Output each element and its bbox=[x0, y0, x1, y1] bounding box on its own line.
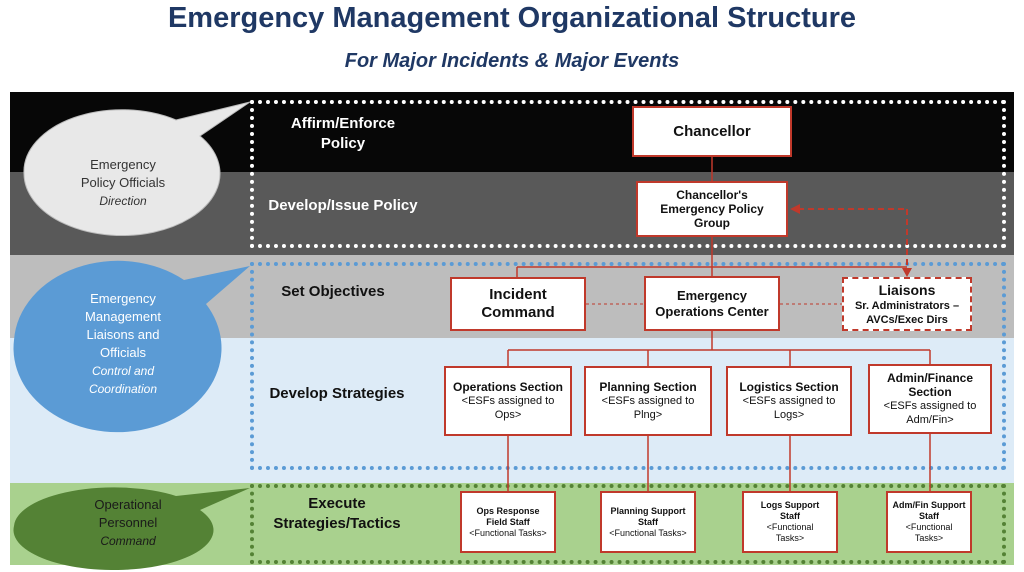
liaison-bubble-shape bbox=[13, 260, 250, 433]
row-label-execute: Execute Strategies/Tactics bbox=[273, 495, 401, 532]
node-chancellor-label: Chancellor bbox=[673, 123, 751, 140]
node-incident-command-line2: Command bbox=[481, 304, 555, 321]
node-planning-section: Planning Section <ESFs assigned to Plng> bbox=[584, 366, 712, 436]
row-label-set-objectives: Set Objectives bbox=[281, 283, 385, 300]
operational-bubble-shape bbox=[13, 487, 251, 571]
diagram-title: Emergency Management Organizational Stru… bbox=[167, 2, 857, 34]
node-admin-staff: Adm/Fin Support Staff <Functional Tasks> bbox=[886, 491, 972, 553]
policy-bubble-role: Direction bbox=[99, 194, 147, 208]
policy-bubble-line2: Policy Officials bbox=[80, 175, 166, 190]
node-eoc-line2: Operations Center bbox=[655, 303, 769, 319]
node-admin-finance-section-line2: Adm/Fin> bbox=[906, 414, 954, 426]
node-logistics-section: Logistics Section <ESFs assigned to Logs… bbox=[726, 366, 852, 436]
arrowhead-left bbox=[790, 204, 800, 214]
liaison-bubble-line2: Management bbox=[85, 309, 161, 324]
row-label-develop-policy: Develop/Issue Policy bbox=[268, 197, 418, 214]
operational-bubble-line2: Personnel bbox=[98, 515, 158, 530]
operational-bubble-line1: Operational bbox=[94, 497, 162, 512]
node-operations-section: Operations Section <ESFs assigned to Ops… bbox=[444, 366, 572, 436]
policy-bubble-text: Emergency Policy Officials Direction bbox=[58, 156, 188, 210]
node-ops-staff-title: Ops Response Field Staff bbox=[476, 505, 540, 527]
node-liaisons-title: Liaisons bbox=[878, 282, 936, 298]
node-admin-finance-section-line1: <ESFs assigned to bbox=[883, 400, 977, 412]
node-policy-group-line3: Group bbox=[693, 216, 730, 230]
node-ops-staff-sub: <Functional Tasks> bbox=[469, 527, 547, 538]
node-planning-staff-sub: <Functional Tasks> bbox=[609, 527, 687, 538]
node-operations-section-line2: Ops> bbox=[494, 409, 522, 421]
liaison-bubble-role2: Coordination bbox=[88, 382, 158, 396]
node-liaisons-line2: AVCs/Exec Dirs bbox=[866, 314, 948, 326]
node-logistics-section-line2: Logs> bbox=[773, 409, 805, 421]
node-incident-command-line1: Incident bbox=[489, 286, 547, 303]
liaison-bubble-role1: Control and bbox=[91, 364, 155, 378]
operational-bubble-role: Command bbox=[100, 534, 156, 548]
row-label-develop-strategies: Develop Strategies bbox=[269, 385, 405, 402]
node-liaisons: Liaisons Sr. Administrators – AVCs/Exec … bbox=[842, 277, 972, 331]
node-liaisons-line1: Sr. Administrators – bbox=[854, 300, 960, 312]
node-admin-staff-title: Adm/Fin Support Staff bbox=[892, 500, 966, 521]
node-planning-staff: Planning Support Staff <Functional Tasks… bbox=[600, 491, 696, 553]
node-policy-group: Chancellor's Emergency Policy Group bbox=[636, 181, 788, 237]
node-chancellor: Chancellor bbox=[632, 106, 792, 157]
node-planning-staff-title: Planning Support Staff bbox=[610, 505, 686, 527]
row-label-affirm: Affirm/Enforce Policy bbox=[290, 115, 396, 152]
node-planning-section-line1: <ESFs assigned to bbox=[601, 395, 695, 407]
policy-group-outline bbox=[250, 100, 1006, 248]
node-logistics-section-title: Logistics Section bbox=[739, 380, 839, 394]
node-logs-staff-sub: <Functional Tasks> bbox=[766, 522, 814, 543]
liaison-bubble-text: Emergency Management Liaisons and Offici… bbox=[48, 290, 198, 398]
node-admin-finance-section: Admin/Finance Section <ESFs assigned to … bbox=[868, 364, 992, 434]
node-admin-staff-sub: <Functional Tasks> bbox=[905, 522, 953, 543]
node-operations-section-line1: <ESFs assigned to bbox=[461, 395, 555, 407]
liaison-bubble-line3: Liaisons and bbox=[86, 327, 160, 342]
node-planning-section-title: Planning Section bbox=[599, 380, 697, 394]
node-eoc-line1: Emergency bbox=[676, 287, 748, 303]
management-group-outline bbox=[250, 262, 1006, 470]
node-operations-section-title: Operations Section bbox=[452, 380, 564, 394]
operational-bubble-text: Operational Personnel Command bbox=[58, 496, 198, 550]
arrowhead-down bbox=[902, 268, 912, 277]
node-logistics-section-line1: <ESFs assigned to bbox=[742, 395, 836, 407]
liaison-bubble-line4: Officials bbox=[100, 345, 146, 360]
liaison-bubble-line1: Emergency bbox=[90, 291, 156, 306]
node-logs-staff-title: Logs Support Staff bbox=[760, 500, 820, 521]
node-policy-group-line1: Chancellor's bbox=[676, 188, 748, 202]
diagram-subtitle: For Major Incidents & Major Events bbox=[344, 50, 680, 72]
policy-bubble-shape bbox=[23, 101, 251, 236]
node-incident-command: Incident Command bbox=[450, 277, 586, 331]
node-admin-finance-section-title: Admin/Finance Section bbox=[886, 371, 973, 399]
node-policy-group-line2: Emergency Policy bbox=[660, 202, 764, 216]
node-ops-staff: Ops Response Field Staff <Functional Tas… bbox=[460, 491, 556, 553]
operational-group-outline bbox=[250, 484, 1006, 564]
node-planning-section-line2: Plng> bbox=[633, 409, 663, 421]
node-eoc: Emergency Operations Center bbox=[644, 276, 780, 331]
policy-bubble-line1: Emergency bbox=[90, 157, 156, 172]
node-logs-staff: Logs Support Staff <Functional Tasks> bbox=[742, 491, 838, 553]
